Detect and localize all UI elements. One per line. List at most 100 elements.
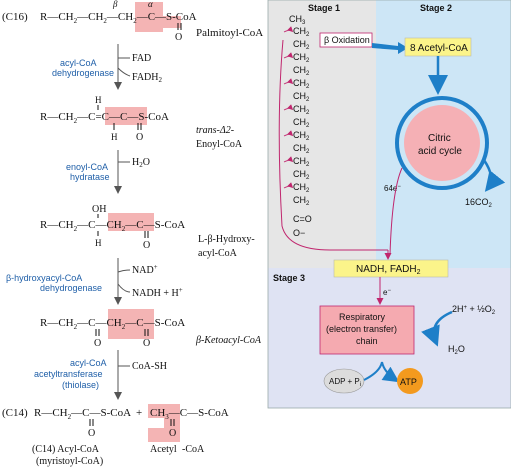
ch2-group: CH2 [293,143,310,155]
carbonyl-oxygen: O [143,338,150,349]
ch2-group: CH2 [293,117,310,129]
trans-enoyl-coa: H R—CH2—C=C—C—S-CoA H O trans-Δ2- Enoyl-… [40,95,243,150]
right-panel: Stage 1 Stage 2 Stage 3 CH3 CH2CH2CH2CH2… [267,0,511,409]
highlight-box [108,309,154,339]
h-atom: H [95,238,102,248]
nadh-fadh2-label: NADH, FADH2 [356,264,421,276]
palmitoyl-formula: R—CH2—CH2—CH2—C—S-CoA [40,11,197,25]
carbonyl-oxygen: O [175,32,182,43]
chain-length-label: (C14) [2,407,28,419]
resp-label-2: (electron transfer) [326,324,397,334]
resp-label-3: chain [356,336,378,346]
highlight-box [105,107,147,125]
fatty-acid-chain: CH3 CH2CH2CH2CH2CH2CH2CH2CH2CH2CH2CH2CH2… [283,14,312,238]
ch2-group: CH2 [293,169,310,181]
ch2-group: CH2 [293,91,310,103]
ch2-group: CH2 [293,182,310,194]
electrons-label: 64e− [384,184,401,193]
h-top: H [95,95,102,105]
adp-label: ADP + Pi [329,377,361,388]
cleavage-arrow [283,52,294,59]
plus-sign: + [136,407,142,419]
hydroxy-name-1: L-β-Hydroxy- [198,234,255,245]
cleavage-arrow [283,78,294,85]
nad-label: NAD+ [132,263,158,276]
citric-acid-cycle [404,105,480,181]
acyl-coa-formula: R—CH2—C—S-CoA [34,407,131,421]
cleavage-arrow [283,156,294,163]
enzyme-hydratase: hydratase [70,172,110,182]
carbonyl-oxygen: O [136,132,143,143]
keto-formula: R—CH2—C—CH2—C—S-CoA [40,317,185,331]
products: (C14) R—CH2—C—S-CoA O + CH3—C—S-CoA O (C… [2,404,229,467]
co2-label: 16CO2 [465,197,493,209]
step-acyl-coa-dehydrogenase: acyl-CoA dehydrogenase FAD FADH2 [52,44,162,90]
carbonyl-oxygen: O [169,428,176,439]
enzyme-acetyltransferase: acetyltransferase [34,369,103,379]
cycle-ring [395,96,489,190]
cleavage-arrow [283,26,294,33]
respiratory-chain-box [319,305,415,355]
oh-group: OH [92,204,106,215]
fad-label: FAD [132,53,151,64]
acetyl-coa-label: 8 Acetyl-CoA [410,43,468,54]
ch2-stack: CH2CH2CH2CH2CH2CH2CH2CH2CH2CH2CH2CH2CH2C… [283,26,310,207]
carboxyl-carbon: C=O [293,214,312,224]
fadh2-label: FADH2 [132,72,162,84]
step-hydroxyacyl-dehydrogenase: β-hydroxyacyl-CoA dehydrogenase NAD+ NAD… [6,258,183,305]
highlight-box [135,2,163,32]
beta-oxidation-label: β Oxidation [324,35,370,45]
ch2-group: CH2 [293,78,310,90]
step-enoyl-coa-hydratase: enoyl-CoA hydratase H2O [66,150,150,194]
ch2-group: CH2 [293,26,310,38]
palmitoyl-coa: β α (C16) R—CH2—CH2—CH2—C—S-CoA O Palmit… [2,0,263,43]
enzyme-acyl-coa: acyl-CoA [60,58,97,68]
ch2-group: CH2 [293,195,310,207]
atp [397,368,423,394]
highlight-box [148,428,180,442]
acetyl-name: Acetyl [150,444,177,455]
adp-pi [323,368,365,394]
cleavage-arrow [283,130,294,137]
acetyl-suffix: -CoA [182,444,205,455]
citric-label-1: Citric [428,133,451,144]
water-output: H2O [448,344,465,356]
ch2-group: CH2 [293,130,310,142]
ch2-group: CH2 [293,104,310,116]
carbonyl-oxygen: O [88,428,95,439]
alpha-label: α [148,0,153,9]
hydroxy-name-2: acyl-CoA [198,248,238,259]
ch2-group: CH2 [293,39,310,51]
enzyme-hydroxyacyl: β-hydroxyacyl-CoA [6,273,82,283]
enzyme-dehydrogenase: dehydrogenase [52,68,114,78]
enzyme-acyl-coa-2: acyl-CoA [70,358,107,368]
ch3-group: CH3 [289,14,306,26]
carbonyl-oxygen: O [143,240,150,251]
highlight-box [108,213,154,231]
hydroxy-formula: R—CH2—C—CH2—C—S-CoA [40,219,185,233]
water-label: H2O [132,157,150,169]
ch2-group: CH2 [293,52,310,64]
flow-arrow-acetyl [372,42,408,54]
nadh-fadh2-box [333,259,449,278]
enzyme-dehydrogenase-2: dehydrogenase [40,283,102,293]
acyl-name-2: (myristoyl-CoA) [36,456,103,467]
enzyme-thiolase: (thiolase) [62,380,99,390]
citric-label-2: acid cycle [418,146,462,157]
cleavage-arrow [283,104,294,111]
atp-label: ATP [400,377,417,387]
keto-name: β-Ketoacyl-CoA [195,335,262,346]
enoyl-name-2: Enoyl-CoA [196,139,243,150]
stage3-title: Stage 3 [273,273,305,283]
beta-label: β [112,0,118,9]
carbonyl-oxygen: O [94,338,101,349]
h-bottom: H [111,132,118,142]
enoyl-formula: R—CH2—C=C—C—S-CoA [40,111,169,125]
ketoacyl-coa: R—CH2—C—CH2—C—S-CoA O O β-Ketoacyl-CoA [40,309,262,349]
electron-label: e− [383,288,391,297]
step-thiolase: acyl-CoA acetyltransferase (thiolase) Co… [34,350,167,400]
cleavage-arrow [283,182,294,189]
coash-label: CoA-SH [132,361,167,372]
stage2-title: Stage 2 [420,3,452,13]
